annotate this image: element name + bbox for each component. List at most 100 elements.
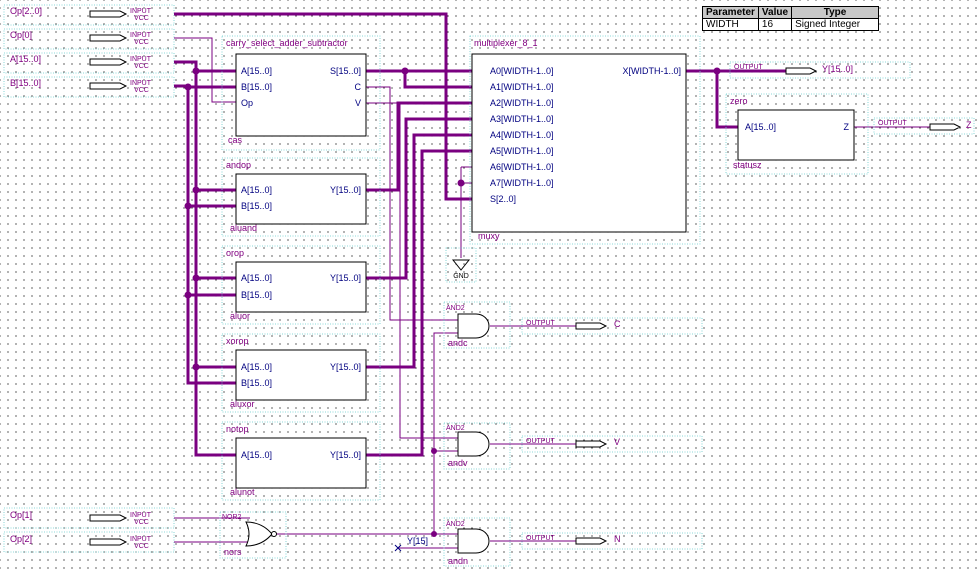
block-module-name: andop: [226, 160, 251, 170]
param-name: WIDTH: [702, 18, 759, 31]
parameter-row-width: WIDTH 16 Signed Integer: [702, 18, 880, 31]
nor-gate-icon: [245, 521, 273, 547]
gate-andv[interactable]: AND2 andv: [443, 422, 511, 470]
port-label: A[15..0]: [241, 185, 272, 195]
header-parameter: Parameter: [702, 6, 759, 19]
input-pin-shape: [89, 538, 128, 546]
output-type: OUTPUT: [526, 320, 556, 327]
parameter-table: Parameter Value Type WIDTH 16 Signed Int…: [702, 6, 880, 31]
output-pin-c[interactable]: OUTPUT C: [521, 317, 703, 335]
input-pin-shape: [89, 10, 128, 18]
input-label: A[15..0]: [10, 54, 41, 64]
junction-dot: [457, 179, 465, 187]
input-label: Op[1]: [10, 510, 32, 520]
gate-andc[interactable]: AND2 andc: [443, 301, 511, 349]
output-label: C: [614, 319, 621, 329]
block-aluor[interactable]: orop A[15..0] B[15..0] Y[15..0] aluor: [221, 245, 381, 325]
port-label: S[15..0]: [330, 66, 361, 76]
junction-dots: [184, 67, 721, 537]
output-label: Z: [966, 120, 972, 130]
input-pin-shape: [89, 82, 128, 90]
gate-instance-name: andc: [448, 338, 468, 348]
block-muxy[interactable]: multiplexer_8_1 A0[WIDTH-1..0] A1[WIDTH-…: [469, 35, 701, 245]
port-label: A6[WIDTH-1..0]: [490, 162, 554, 172]
block-instance-name: aluxor: [230, 399, 255, 409]
and-gate-icon: [457, 528, 490, 554]
junction-dot: [192, 363, 200, 371]
port-label: B[15..0]: [241, 290, 272, 300]
port-label: A3[WIDTH-1..0]: [490, 114, 554, 124]
block-instance-name: aluand: [230, 223, 257, 233]
output-pin-shape: [929, 123, 962, 131]
output-type: OUTPUT: [526, 438, 556, 445]
block-module-name: orop: [226, 248, 244, 258]
and-gate-icon: [457, 313, 490, 339]
junction-dot: [431, 531, 437, 537]
input-pin-op-0[interactable]: Op[0] INPUT VCC: [3, 28, 175, 50]
block-module-name: zero: [730, 96, 748, 106]
input-type: INPUT: [130, 56, 152, 63]
output-type: OUTPUT: [526, 535, 556, 542]
block-aluxor[interactable]: xorop A[15..0] B[15..0] Y[15..0] aluxor: [221, 333, 381, 413]
param-value: 16: [757, 18, 793, 31]
inversion-bubble-icon: [271, 531, 277, 537]
port-label: A2[WIDTH-1..0]: [490, 98, 554, 108]
input-pin-op-2[interactable]: Op[2] INPUT VCC: [3, 531, 175, 553]
header-value: Value: [757, 6, 793, 19]
input-type: INPUT: [130, 512, 152, 519]
output-pin-v[interactable]: OUTPUT V: [521, 435, 703, 453]
block-instance-name: muxy: [478, 231, 500, 241]
input-default: VCC: [134, 87, 149, 94]
gate-andn[interactable]: AND2 andn: [443, 517, 511, 567]
port-label: A7[WIDTH-1..0]: [490, 178, 554, 188]
junction-dot: [184, 291, 192, 299]
block-statusz[interactable]: zero A[15..0] Z statusz: [725, 93, 869, 175]
and-gate-icon: [457, 431, 490, 457]
input-type: INPUT: [130, 536, 152, 543]
block-instance-name: aluor: [230, 311, 250, 321]
input-pin-shape: [89, 34, 128, 42]
input-pin-b[interactable]: B[15..0] INPUT VCC: [3, 76, 175, 98]
port-label: A5[WIDTH-1..0]: [490, 146, 554, 156]
input-pin-a[interactable]: A[15..0] INPUT VCC: [3, 52, 175, 74]
port-label: Op: [241, 98, 253, 108]
port-label: A[15..0]: [241, 362, 272, 372]
output-pin-z[interactable]: OUTPUT Z: [873, 117, 975, 135]
output-pin-shape: [575, 440, 608, 448]
input-default: VCC: [134, 15, 149, 22]
gnd-label: GND: [453, 273, 469, 280]
input-pin-op-1[interactable]: Op[1] INPUT VCC: [3, 507, 175, 529]
net-label: Y[15]: [407, 536, 428, 546]
port-label: C: [355, 82, 362, 92]
port-label: A[15..0]: [241, 273, 272, 283]
gate-type: AND2: [446, 521, 465, 528]
input-label: Op[0]: [10, 30, 32, 40]
port-label: A4[WIDTH-1..0]: [490, 130, 554, 140]
output-pin-shape: [575, 322, 608, 330]
gate-nors[interactable]: NOR2 nors: [219, 511, 287, 559]
input-type: INPUT: [130, 8, 152, 15]
block-alunot[interactable]: notop A[15..0] Y[15..0] alunot: [221, 421, 381, 501]
block-cas[interactable]: carry_select_adder_subtractor A[15..0] B…: [221, 35, 381, 151]
gate-type: NOR2: [222, 514, 242, 521]
input-default: VCC: [134, 63, 149, 70]
output-pin-n[interactable]: OUTPUT N: [521, 532, 703, 550]
port-label: Z: [844, 122, 850, 132]
input-pin-shape: [89, 514, 128, 522]
port-label: A[15..0]: [745, 122, 776, 132]
output-label: Y[15..0]: [822, 64, 853, 74]
gate-instance-name: andv: [448, 458, 468, 468]
junction-dot: [192, 186, 200, 194]
block-module-name: notop: [226, 424, 249, 434]
block-module-name: xorop: [226, 336, 249, 346]
block-instance-name: statusz: [733, 160, 762, 170]
block-module-name: multiplexer_8_1: [474, 38, 538, 48]
gate-instance-name: andn: [448, 556, 468, 566]
port-label: A[15..0]: [241, 66, 272, 76]
output-pin-y[interactable]: OUTPUT Y[15..0]: [729, 61, 911, 79]
block-aluand[interactable]: andop A[15..0] B[15..0] Y[15..0] aluand: [221, 157, 381, 237]
port-label: Y[15..0]: [330, 273, 361, 283]
input-pin-op-2-0[interactable]: Op[2..0] INPUT VCC: [3, 4, 175, 26]
port-label: V: [355, 98, 361, 108]
